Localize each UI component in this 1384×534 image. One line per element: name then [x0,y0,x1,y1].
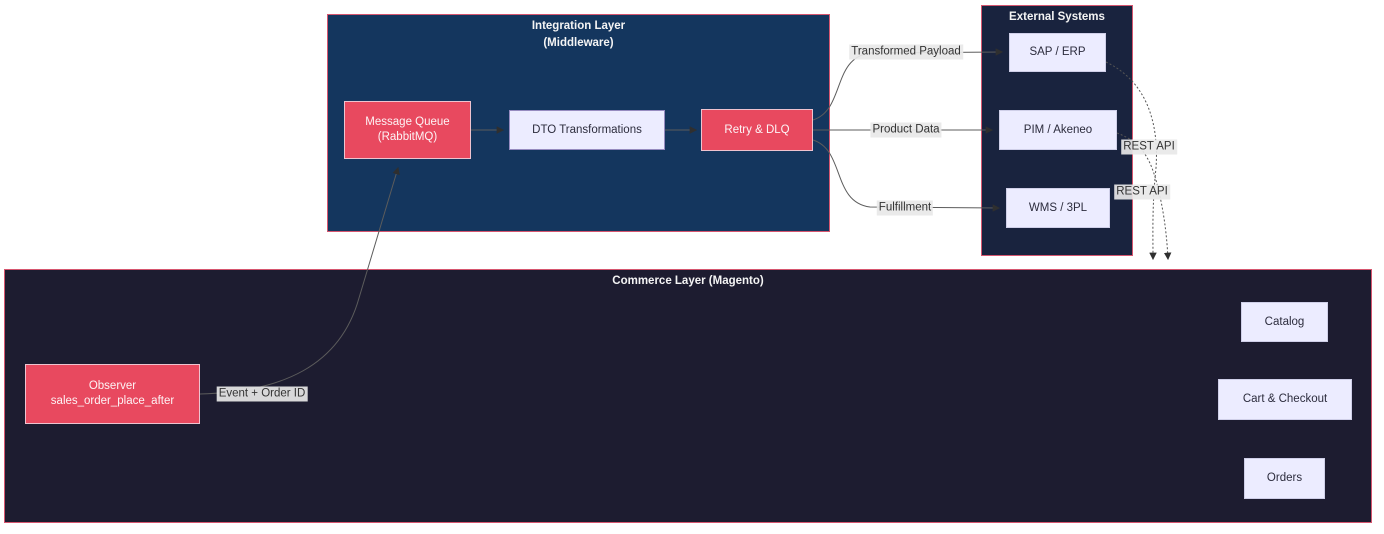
node-cart-checkout-label: Cart & Checkout [1242,393,1328,405]
node-message-queue-label-line2: (RabbitMQ) [377,131,438,143]
node-observer-label-line2: sales_order_place_after [50,395,175,407]
node-sap-erp-label: SAP / ERP [1029,46,1086,58]
commerce-layer-subgraph: Commerce Layer (Magento) [4,269,1372,523]
commerce-layer-title-text: Commerce Layer (Magento) [612,275,764,287]
node-message-queue-label-line1: Message Queue [365,116,450,128]
node-catalog: Catalog [1241,302,1328,342]
integration-layer-title-line1: Integration Layer [531,20,626,32]
node-pim-akeneo-label: PIM / Akeneo [1023,123,1093,136]
edge-retry-to-wms-fulfillment [812,139,1001,212]
node-message-queue: Message Queue (RabbitMQ) [344,101,471,159]
node-dto-transformations: DTO Transformations [509,110,665,150]
node-catalog-label: Catalog [1264,315,1305,328]
edge-label-transformed-payload: Transformed Payload [849,44,963,60]
edge-label-rest-api-sap: REST API [1121,139,1177,155]
node-orders: Orders [1244,458,1325,499]
node-observer-label-line1: Observer [88,380,137,392]
edge-label-product-data: Product Data [870,122,942,138]
edge-label-rest-api-pim: REST API [1114,184,1170,200]
node-observer: Observer sales_order_place_after [25,364,200,424]
edge-label-event-order-id: Event + Order ID [216,386,308,402]
node-retry-dlq-label: Retry & DLQ [724,123,790,136]
node-pim-akeneo: PIM / Akeneo [999,110,1117,150]
node-retry-dlq: Retry & DLQ [701,109,813,151]
external-systems-title: External Systems [982,9,1132,26]
node-orders-label: Orders [1266,472,1303,484]
integration-layer-title: Integration Layer (Middleware) [328,18,829,52]
node-wms-3pl-label: WMS / 3PL [1028,201,1088,214]
edge-label-fulfillment: Fulfillment [876,200,934,216]
edge-retry-to-sap-transformed-payload [812,48,1004,121]
external-systems-title-text: External Systems [1009,11,1105,23]
node-cart-checkout: Cart & Checkout [1218,379,1352,420]
node-sap-erp: SAP / ERP [1009,33,1106,72]
node-wms-3pl: WMS / 3PL [1006,188,1110,228]
integration-layer-title-line2: (Middleware) [543,37,614,49]
node-dto-transformations-label: DTO Transformations [532,123,642,136]
commerce-layer-title: Commerce Layer (Magento) [5,273,1371,290]
